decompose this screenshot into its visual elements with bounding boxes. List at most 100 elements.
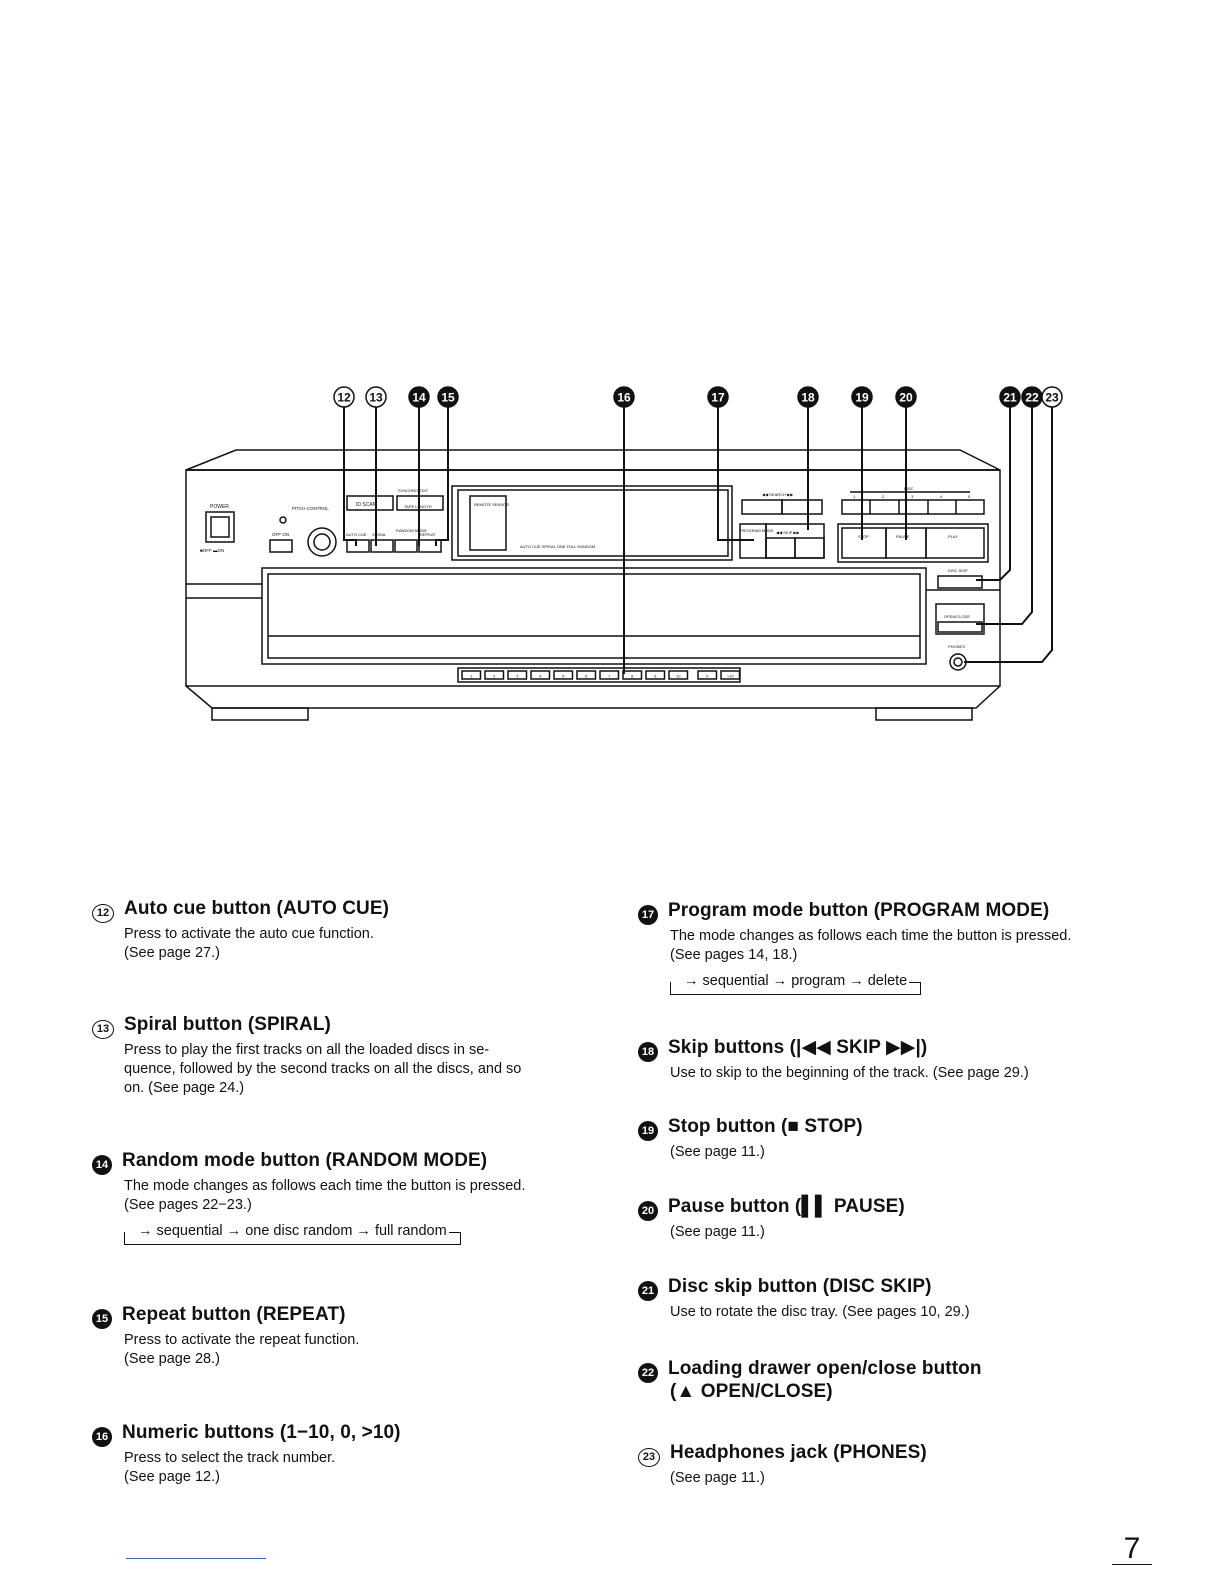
numeric-key-label: 5 [562, 674, 565, 679]
mode-cycle-diagram: → sequential → program → delete [670, 973, 925, 995]
cd-player-front-panel-diagram: POWER ■OFF ▬ON PITCH CONTROL OFF ON ID S… [185, 386, 1063, 721]
callout-number: 13 [369, 391, 383, 405]
search-back-button[interactable] [741, 499, 783, 515]
description-line: (See page 27.) [124, 945, 220, 961]
callout-badge-23 [1041, 386, 1063, 408]
skip-back-button[interactable] [765, 537, 796, 559]
auto-cue-button[interactable] [346, 539, 370, 553]
spiral-button[interactable] [370, 539, 394, 553]
numeric-key-0[interactable] [461, 670, 482, 680]
item-number-badge: 19 [638, 1121, 658, 1141]
item-description: Use to rotate the disc tray. (See pages … [670, 1303, 1138, 1322]
phones-jack[interactable] [949, 653, 967, 671]
open-close-button[interactable] [937, 621, 983, 633]
numeric-key-label: 9 [654, 674, 657, 679]
item-number-badge: 20 [638, 1201, 658, 1221]
pitch-knob[interactable] [307, 527, 337, 557]
callout-number: 20 [899, 391, 913, 405]
left-buttons: ID SCAN SYNCHRO EDIT TAPE LENGTH AUTO CU… [346, 488, 444, 553]
numeric-key-3[interactable] [530, 670, 551, 680]
spiral-label: SPIRAL [372, 532, 387, 537]
callout-badge-13 [365, 386, 387, 408]
item-heading: 20 Pause button (▌▌ PAUSE) [638, 1196, 1138, 1221]
stop-label: STOP [858, 534, 869, 539]
description-line: quence, followed by the second tracks on… [124, 1061, 522, 1077]
item-number-badge: 14 [92, 1155, 112, 1175]
item-description: Press to activate the repeat function.(S… [124, 1331, 592, 1369]
power-label: POWER [210, 504, 229, 510]
item-description: Press to activate the auto cue function.… [124, 925, 592, 963]
open-close-label: OPEN/CLOSE [944, 614, 970, 619]
item-title: Skip buttons (|◀◀ SKIP ▶▶|) [668, 1037, 928, 1058]
description-line: Press to select the track number. [124, 1450, 336, 1466]
description-line: on. (See page 24.) [124, 1080, 245, 1096]
item-description: Press to play the first tracks on all th… [124, 1041, 592, 1098]
pitch-control-label: PITCH CONTROL [292, 506, 329, 511]
numeric-key-8[interactable] [645, 670, 666, 680]
callout-leaders [343, 404, 1053, 674]
callout-number: 15 [441, 391, 455, 405]
pitch-control-section: PITCH CONTROL OFF ON [269, 506, 337, 557]
numeric-key-11[interactable] [720, 670, 741, 680]
search-forward-button[interactable] [781, 499, 823, 515]
callout-badge-15 [437, 386, 459, 408]
callout-number: 19 [855, 391, 869, 405]
item-description: (See page 11.) [670, 1143, 1138, 1162]
repeat-button[interactable] [418, 539, 442, 553]
description-line: (See pages 14, 18.) [670, 947, 798, 963]
numeric-key-label: 8 [631, 674, 634, 679]
numeric-key-9[interactable] [668, 670, 689, 680]
numeric-key-1[interactable] [484, 670, 505, 680]
description-line: Use to skip to the beginning of the trac… [670, 1065, 1029, 1081]
numeric-key-2[interactable] [507, 670, 528, 680]
callout-badge-16 [613, 386, 635, 408]
numeric-key-5[interactable] [576, 670, 597, 680]
callout-number: 12 [337, 391, 351, 405]
item-description: (See page 11.) [670, 1223, 1138, 1242]
skip-forward-button[interactable] [794, 537, 825, 559]
callout-number: 17 [711, 391, 725, 405]
disc-label: DISC [904, 486, 914, 491]
play-button[interactable] [925, 527, 985, 559]
item-title: Auto cue button (AUTO CUE) [124, 898, 390, 919]
item-title: Pause button (▌▌ PAUSE) [668, 1196, 905, 1217]
item-number-badge: 13 [92, 1020, 114, 1039]
pause-label: PAUSE [896, 534, 910, 539]
numeric-key-10[interactable] [697, 670, 718, 680]
synchro-edit-label: SYNCHRO EDIT [398, 488, 429, 493]
callout-badge-20 [895, 386, 917, 408]
item-title: Program mode button (PROGRAM MODE) [668, 900, 1050, 921]
description-line: Use to rotate the disc tray. (See pages … [670, 1304, 970, 1320]
numeric-key-label: 3 [516, 674, 519, 679]
svg-text:4: 4 [940, 494, 943, 499]
stop-button[interactable] [841, 527, 887, 559]
numeric-key-7[interactable] [622, 670, 643, 680]
callout-number: 23 [1045, 391, 1059, 405]
player-body [185, 449, 1001, 721]
item-title: Disc skip button (DISC SKIP) [668, 1276, 932, 1297]
disc-select: DISC 1 2 3 4 5 STOP PAUSE PLAY [837, 486, 989, 563]
callout-badge-18 [797, 386, 819, 408]
numeric-key-label: 6 [585, 674, 588, 679]
item-heading: 17 Program mode button (PROGRAM MODE) [638, 900, 1138, 925]
disc-skip-button[interactable] [937, 575, 983, 589]
disc-tray [261, 567, 927, 665]
svg-text:1: 1 [853, 494, 856, 499]
description-item-20: 20 Pause button (▌▌ PAUSE) (See page 11.) [638, 1196, 1138, 1242]
callout-number: 16 [617, 391, 631, 405]
callout-badge-19 [851, 386, 873, 408]
random-mode-button[interactable] [394, 539, 418, 553]
numeric-key-4[interactable] [553, 670, 574, 680]
display-indicators: AUTO CUE SPIRAL ONE FULL RANDOM [520, 544, 595, 549]
remote-sensor-label: REMOTE SENSOR [474, 502, 509, 507]
mode-cycle-text: → sequential → one disc random → full ra… [138, 1223, 447, 1239]
numeric-key-6[interactable] [599, 670, 620, 680]
item-description: (See page 11.) [670, 1469, 1138, 1488]
item-number-badge: 17 [638, 905, 658, 925]
